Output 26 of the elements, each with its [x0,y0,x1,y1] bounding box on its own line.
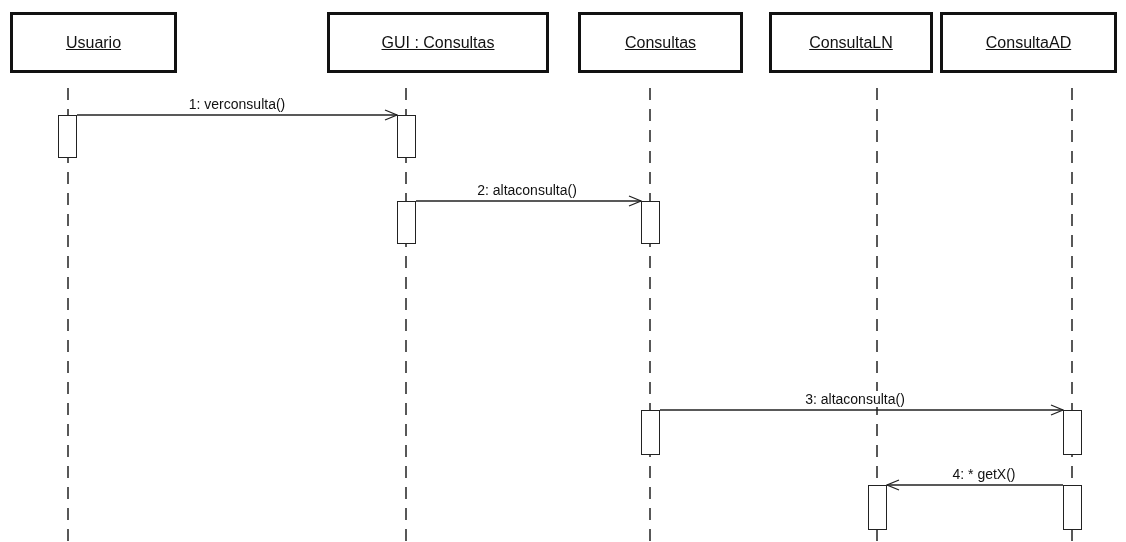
message-arrow [886,479,1064,491]
activation-bar [1063,485,1082,530]
object-box [769,12,933,73]
activation-bar [397,201,416,244]
object-name: Consultas [624,33,697,52]
activation-bar [641,410,660,455]
object-name: ConsultaLN [809,33,893,52]
message-arrow [415,195,642,207]
object-box [10,12,177,73]
message-label: 3: altaconsulta() [804,391,906,407]
object-name: GUI : Consultas [381,33,495,52]
object-box [940,12,1117,73]
object-box [578,12,743,73]
activation-bar [868,485,887,530]
object-box [327,12,549,73]
activation-bar [1063,410,1082,455]
activation-bar [397,115,416,158]
message-label: 1: verconsulta() [187,96,287,112]
object-name: ConsultaAD [985,33,1072,52]
activation-bar [58,115,77,158]
message-label: 2: altaconsulta() [476,182,578,198]
object-name: Usuario [65,33,122,52]
activation-bar [641,201,660,244]
message-arrow [76,109,398,121]
message-arrow [659,404,1064,416]
message-label: 4: * getX() [951,466,1017,482]
